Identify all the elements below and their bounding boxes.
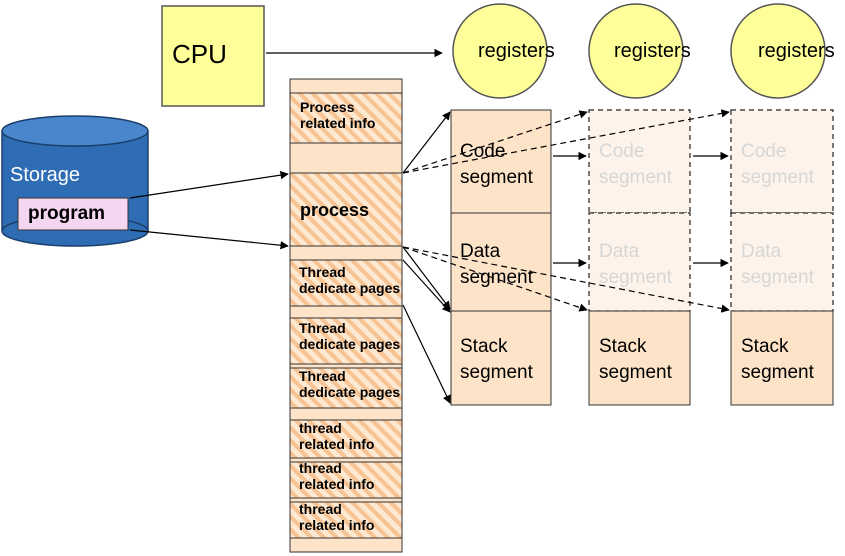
stack-segment-2 — [588, 310, 691, 406]
stack-segment-label-1: Stack segment — [460, 336, 533, 383]
registers-circle-1 — [452, 3, 548, 99]
cpu-box — [161, 5, 265, 107]
thread-related-info-label-3: thread related info — [299, 501, 375, 534]
registers-circle-3 — [730, 3, 826, 99]
data-segment-2 — [588, 212, 691, 312]
registers-label-3: registers — [758, 40, 835, 62]
stack-segment-label-3: Stack segment — [741, 336, 814, 383]
registers-circle-2 — [588, 3, 684, 99]
code-segment-label-1: Code segment — [460, 141, 533, 188]
thread-related-info-label-2: thread related info — [299, 460, 375, 493]
stack-segment-1 — [450, 310, 552, 406]
thread-related-info-label-1: thread related info — [299, 420, 375, 453]
data-segment-1 — [450, 212, 552, 312]
dashed-arrows — [402, 109, 730, 313]
thread-dedicate-pages-label-1: Thread dedicate pages — [299, 264, 401, 297]
data-segment-label-2: Data segment — [599, 241, 672, 288]
stack-segment-label-2: Stack segment — [599, 336, 672, 383]
program-box — [17, 197, 129, 231]
data-segment-label-1: Data segment — [460, 241, 533, 288]
storage-label: Storage — [10, 164, 81, 186]
code-segment-2 — [588, 109, 691, 214]
process-label: process — [300, 200, 370, 220]
data-segment-label-3: Data segment — [741, 241, 814, 288]
program-label: program — [28, 203, 106, 224]
registers-label-1: registers — [478, 40, 555, 62]
stack-segment-3 — [730, 310, 834, 406]
process-related-info-label: Process related info — [300, 99, 376, 132]
thread-dedicate-pages-label-3: Thread dedicate pages — [299, 368, 401, 401]
code-segment-label-2: Code segment — [599, 141, 672, 188]
cpu-label: CPU — [172, 39, 227, 69]
registers-label-2: registers — [614, 40, 691, 62]
process-column — [289, 78, 403, 553]
code-segment-label-3: Code segment — [741, 141, 814, 188]
thread-dedicate-pages-label-2: Thread dedicate pages — [299, 320, 401, 353]
data-segment-3 — [730, 212, 834, 312]
solid-arrows — [129, 48, 729, 404]
code-segment-3 — [730, 109, 834, 214]
